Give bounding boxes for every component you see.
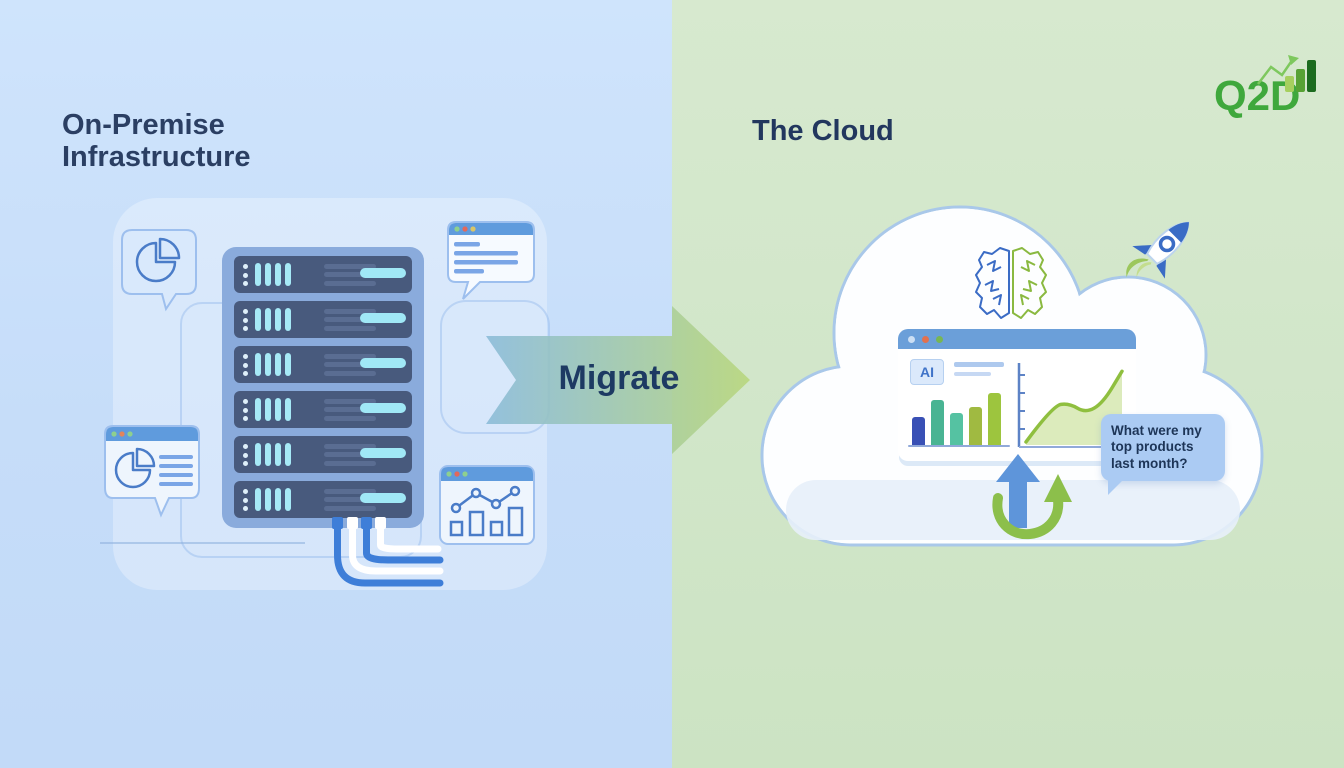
brand-logo-chart-icon [1257,55,1316,92]
server-label-line [324,489,376,494]
server-unit [234,256,412,293]
area-chart-plot [1024,369,1124,445]
server-label-line [324,399,376,404]
server-unit [234,481,412,518]
server-label-line [324,362,368,367]
server-label-line [324,444,376,449]
server-drive-slots [255,353,291,376]
window-dot [922,335,929,343]
server-indicator [360,403,406,413]
server-unit [234,391,412,428]
upload-sync-icon [992,454,1072,540]
server-indicator [360,493,406,503]
cloud-dashboard-window: AI [898,329,1136,461]
server-label-line [324,497,368,502]
server-drive-slots [255,443,291,466]
server-drive-slots [255,263,291,286]
server-status-dots [243,354,248,376]
bar-chart [912,389,1008,445]
server-indicator [360,268,406,278]
server-label-line [324,272,368,277]
server-label-line [324,416,376,421]
analytics-window-icon [439,465,535,545]
chat-bubble-text: What were my top products last month? [1111,423,1202,471]
server-label-line [324,461,376,466]
pie-report-window-icon [104,425,200,518]
browser-chat-icon [447,221,535,300]
server-drive-slots [255,398,291,421]
server-label-line [324,309,376,314]
bar-chart-axis [908,445,1010,447]
server-unit [234,346,412,383]
network-cables-icon [332,517,444,587]
server-drive-slots [255,308,291,331]
server-label-line [324,506,376,511]
window-content: AI [898,349,1136,461]
rocket-icon [1126,221,1190,279]
ai-badge: AI [910,359,944,385]
brand-logo: Q2D [1212,48,1324,120]
ai-brain-icon [975,247,1047,319]
server-status-dots [243,399,248,421]
server-label-line [324,371,376,376]
text-line [954,362,1004,367]
text-line [954,372,991,376]
bar [988,393,1001,445]
on-premise-title: On-Premise Infrastructure [62,109,251,173]
bar [969,407,982,445]
server-indicator [360,313,406,323]
server-unit [234,301,412,338]
window-dot [936,335,943,343]
migrate-arrow [486,306,750,454]
server-indicator [360,448,406,458]
cloud-title: The Cloud [752,115,894,147]
migrate-label: Migrate [558,359,680,397]
server-rack [222,247,424,528]
server-label-line [324,281,376,286]
server-status-dots [243,444,248,466]
server-unit [234,436,412,473]
server-label-line [324,407,368,412]
chat-bubble: What were my top products last month? [1101,414,1225,496]
backdrop-line [100,542,305,544]
chat-bubble-tail [1108,480,1123,496]
server-label-line [324,354,376,359]
server-drive-slots [255,488,291,511]
server-label-line [324,326,376,331]
server-label-line [324,264,376,269]
server-status-dots [243,489,248,511]
bar [950,413,963,445]
server-status-dots [243,264,248,286]
window-dot [908,335,915,343]
bar [931,400,944,445]
server-label-line [324,452,368,457]
server-status-dots [243,309,248,331]
window-titlebar [898,329,1136,349]
server-indicator [360,358,406,368]
bar [912,417,925,445]
pie-chart-bubble-icon [121,229,197,312]
server-label-line [324,317,368,322]
